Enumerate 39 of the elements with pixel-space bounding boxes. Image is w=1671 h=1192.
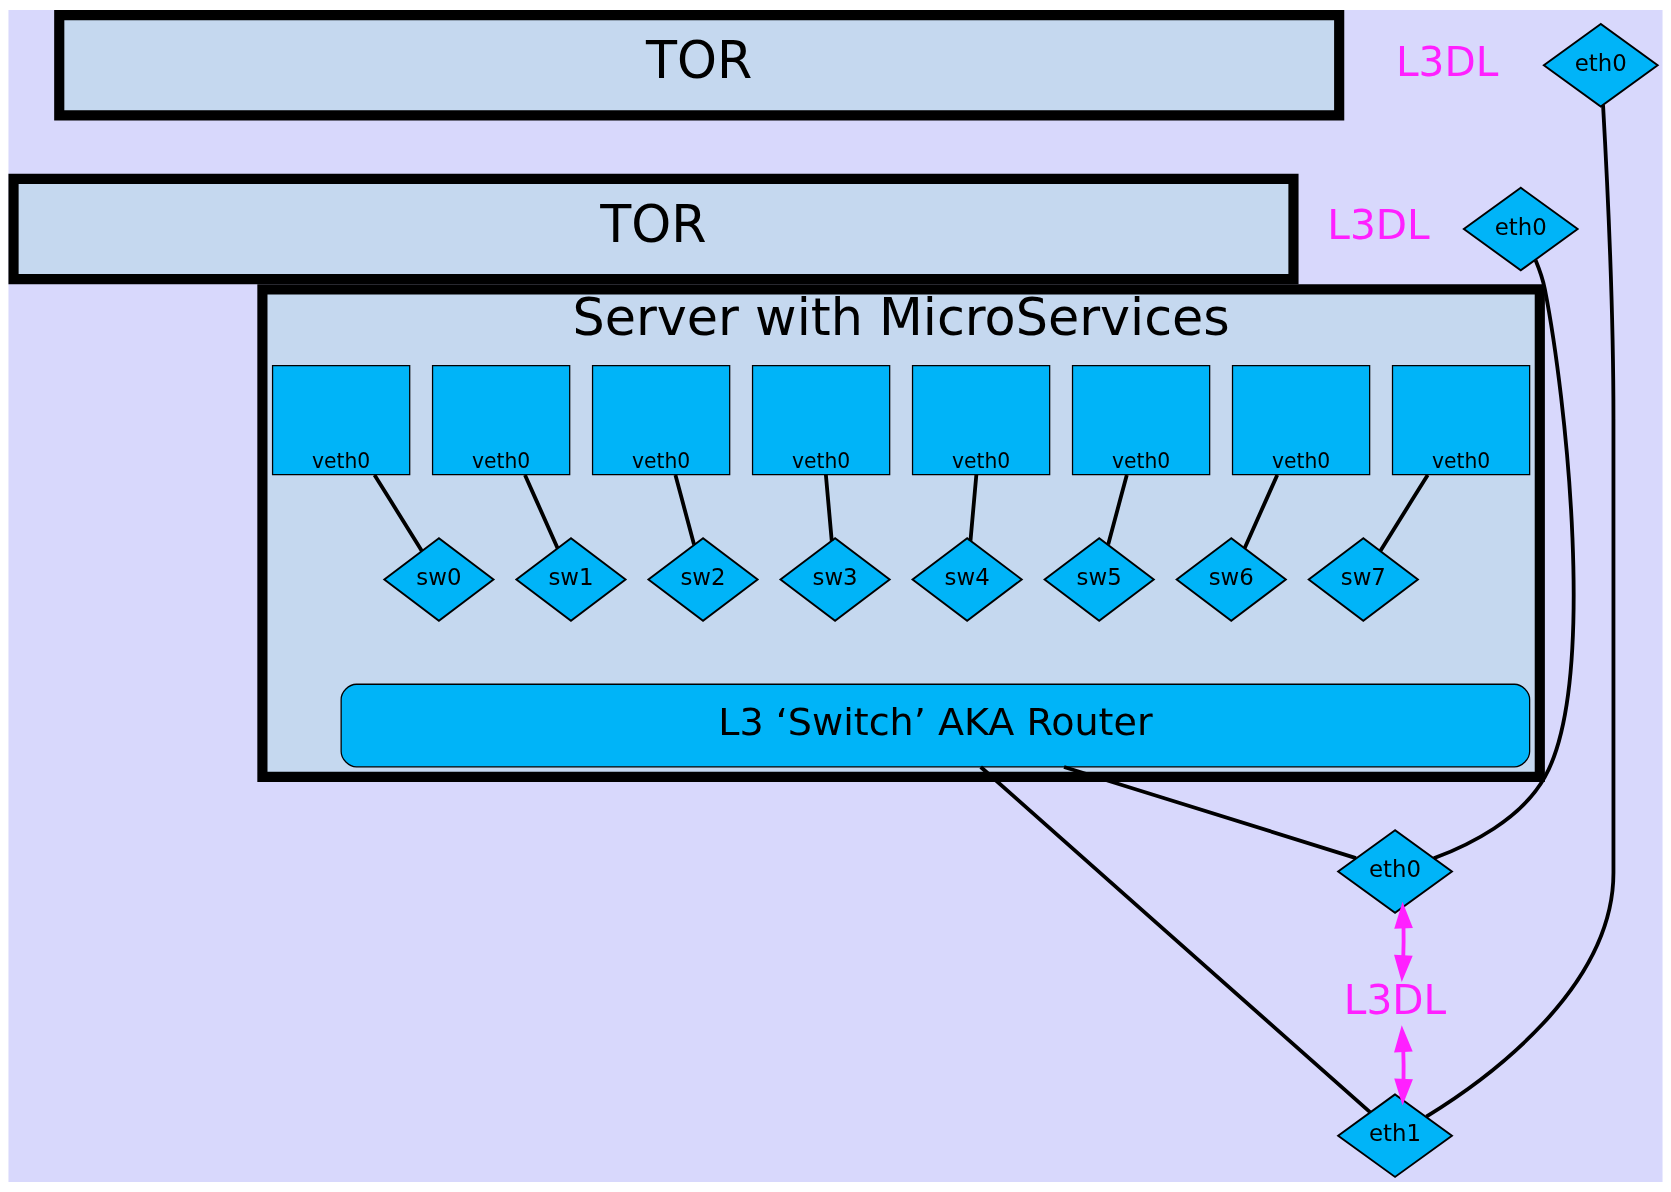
node-diamond: eth1 — [1336, 1093, 1454, 1179]
node-diamond: sw3 — [778, 537, 892, 622]
connector — [523, 474, 560, 549]
connector — [968, 474, 979, 541]
node-box: veth0 — [591, 364, 731, 476]
node-text: L3DL — [1343, 975, 1447, 1024]
node-label: L3DL — [1395, 37, 1499, 86]
connector — [1242, 474, 1279, 549]
node-diamond: eth0 — [1336, 829, 1454, 914]
connector — [1378, 473, 1430, 552]
node-diamond: sw0 — [382, 537, 496, 622]
node-diamond: sw5 — [1043, 537, 1156, 622]
connector — [979, 765, 1372, 1114]
node-box: veth0 — [431, 364, 571, 476]
connector — [1106, 474, 1129, 546]
node-diamond: sw6 — [1175, 537, 1288, 622]
node-label: L3DL — [1327, 201, 1430, 250]
node-diamond: eth0 — [1542, 22, 1660, 108]
connector — [673, 474, 696, 546]
connector — [824, 474, 834, 541]
node-diamond: sw1 — [514, 537, 628, 622]
connector — [372, 473, 424, 552]
node-diamond: sw2 — [646, 537, 760, 622]
arrow — [1394, 901, 1413, 982]
connector — [1425, 104, 1616, 1119]
node-diamond: sw4 — [910, 537, 1024, 622]
arrow — [1394, 1025, 1413, 1106]
node-box: veth0 — [1231, 364, 1371, 476]
node-box: TOR — [54, 10, 1345, 121]
node-diamond: sw7 — [1307, 537, 1420, 622]
node-box: veth0 — [911, 364, 1051, 476]
node-box: TOR — [8, 173, 1299, 285]
node-box: L3 ‘Switch’ AKA Router — [340, 683, 1531, 768]
connector — [1433, 259, 1576, 861]
node-box: veth0 — [1391, 364, 1531, 476]
node-box: veth0 — [271, 364, 411, 476]
node-diamond: eth0 — [1462, 186, 1580, 272]
node-box: veth0 — [751, 364, 891, 476]
node-box: veth0 — [1071, 364, 1211, 476]
